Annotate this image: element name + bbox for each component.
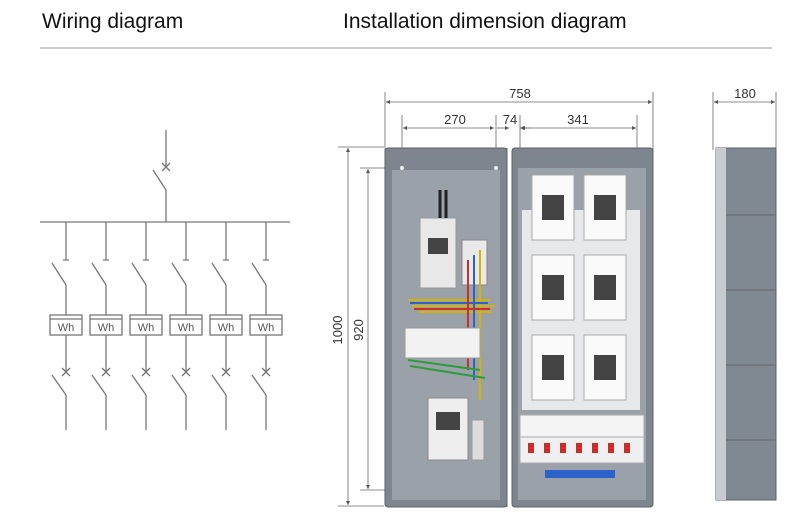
branch-circuit: Wh [209,222,243,430]
dimension-right-section: 341 [567,112,589,127]
branch-circuit: Wh [89,222,123,430]
energy-meter-symbol [49,314,83,336]
dimension-gap: 74 [503,112,517,127]
cabinet-side-view [715,147,777,501]
dimension-lines [338,92,777,507]
breaker-toggle [624,443,630,453]
energy-meter-symbol [169,314,203,336]
meter-label: Wh [178,322,195,334]
breaker-toggle [592,443,598,453]
breaker-toggle [576,443,582,453]
dimension-overall-height: 1000 [330,316,345,345]
cabinet-right-compartment [511,147,654,508]
neutral-bar [545,470,615,478]
branch-circuit: Wh [49,222,83,430]
dimension-overall-width: 758 [509,86,531,101]
energy-meter-symbol [89,314,123,336]
energy-meter-symbol [129,314,163,336]
meter-label: Wh [258,322,275,334]
branch-circuit: Wh [249,222,283,430]
energy-meter-symbol [249,314,283,336]
installation-diagram-heading: Installation dimension diagram [343,10,627,33]
meter-label: Wh [98,322,115,334]
outgoing-breakers [519,436,645,464]
dimension-depth: 180 [734,86,756,101]
meter-label: Wh [58,322,75,334]
breaker-toggle [608,443,614,453]
meter-label: Wh [138,322,155,334]
terminal-breakers [404,327,481,359]
branch-circuit: Wh [129,222,163,430]
energy-meter-symbol [209,314,243,336]
meter-label: Wh [218,322,235,334]
dimension-inner-height: 920 [351,319,366,341]
dimension-left-section: 270 [444,112,466,127]
cabinet-left-compartment [384,147,508,508]
wiring-diagram-heading: Wiring diagram [42,10,184,33]
branch-circuit: Wh [169,222,203,430]
meter [427,397,469,461]
breaker-toggle [528,443,534,453]
single-line-wiring-diagram: Wh Wh Wh Wh Wh Wh [40,130,290,430]
breaker-toggle [560,443,566,453]
breaker-toggle [544,443,550,453]
